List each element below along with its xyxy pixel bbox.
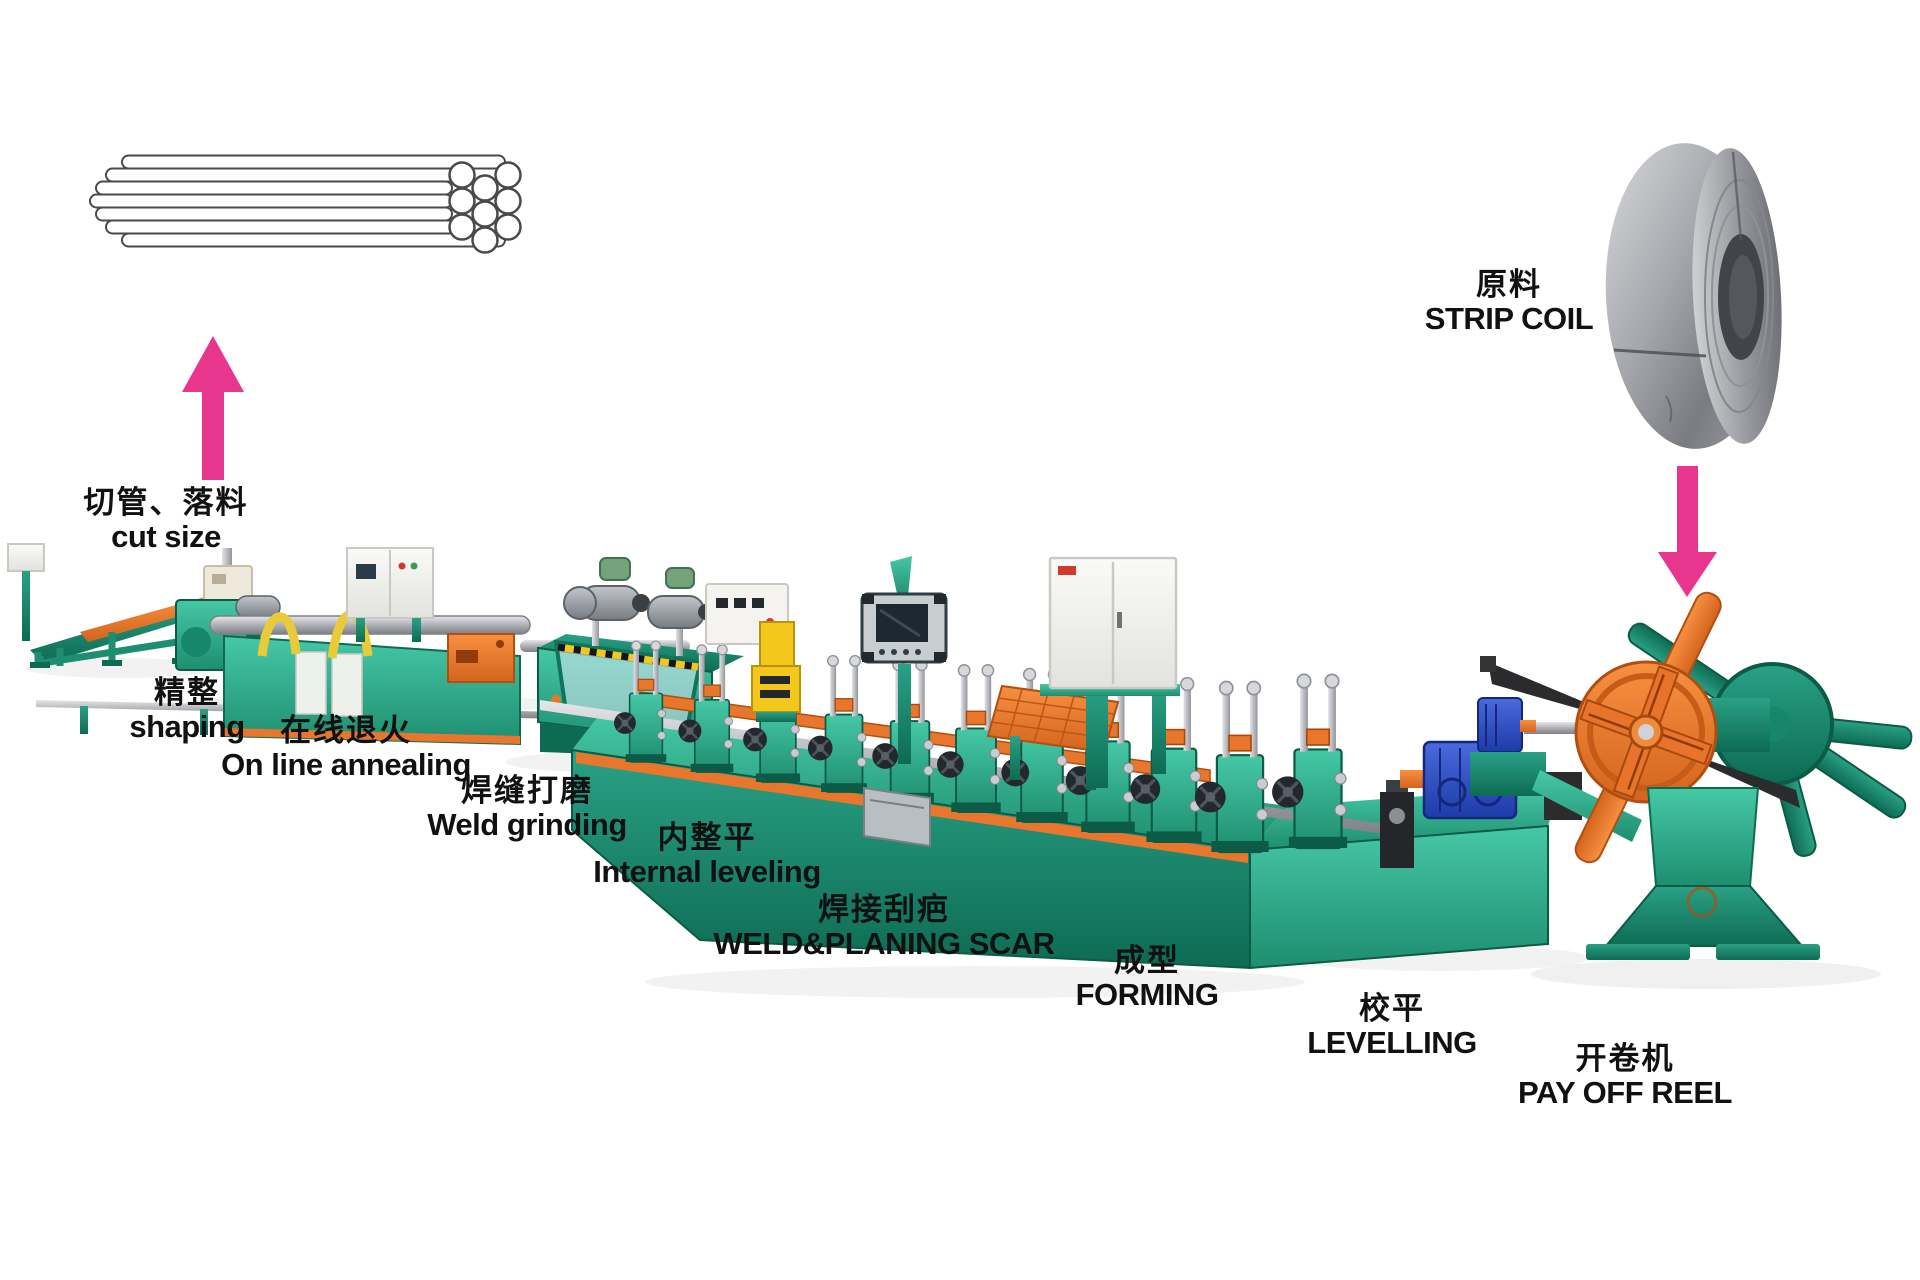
cooling-unit [751,621,801,722]
stage-label-weld-grinding: 焊缝打磨 Weld grinding [427,774,627,841]
stage-label-internal-leveling: 内整平 Internal leveling [593,821,821,888]
strip-guide [1380,792,1414,868]
hmi-panel [860,556,948,764]
stage-label-shaping: 精整 shaping [129,675,245,744]
stage-label-annealing-en: On line annealing [221,747,471,782]
stage-label-cut-size-zh: 切管、落料 [83,485,249,521]
stage-label-shaping-zh: 精整 [154,675,220,711]
stage-label-internal-leveling-zh: 内整平 [657,820,757,856]
stage-label-weld-planing-scar-zh: 焊接刮疤 [817,892,950,928]
weld-box [863,786,931,848]
electrical-cabinet [1040,556,1180,788]
input-flow-arrow-down-icon [1658,466,1717,597]
stage-label-pay-off-reel: 开卷机 PAY OFF REEL [1518,1042,1732,1109]
stage-label-forming-en: FORMING [1075,977,1219,1012]
stage-label-levelling-en: LEVELLING [1307,1025,1477,1060]
stage-label-strip-coil: 原料 STRIP COIL [1424,267,1594,336]
stage-label-internal-leveling-en: Internal leveling [593,854,821,889]
stage-label-cut-size: 切管、落料 cut size [84,486,249,553]
pay-off-reel-machine [1470,591,1913,960]
stage-label-cut-size-en: cut size [111,519,221,554]
stage-label-pay-off-reel-en: PAY OFF REEL [1518,1075,1732,1110]
stage-label-shaping-en: shaping [129,709,245,744]
stage-label-strip-coil-zh: 原料 [1476,267,1542,303]
stage-label-on-line-annealing: 在线退火 On line annealing [221,714,471,781]
strip-coil-image [1605,143,1782,449]
stage-label-weld-planing-scar: 焊接刮疤 WELD&PLANING SCAR [713,892,1055,961]
stage-label-annealing-zh: 在线退火 [280,713,412,749]
induction-annealing-box [447,633,515,683]
stage-label-strip-coil-en: STRIP COIL [1424,301,1594,336]
stage-label-levelling-zh: 校平 [1358,991,1425,1027]
control-cabinet-small [346,547,434,642]
stage-label-forming-zh: 成型 [1114,943,1180,979]
tube-bundle [89,154,522,254]
stage-label-forming: 成型 FORMING [1076,944,1219,1011]
stage-label-pay-off-reel-zh: 开卷机 [1575,1041,1675,1077]
stage-label-weld-grinding-zh: 焊缝打磨 [460,773,593,809]
output-flow-arrow-up-icon [182,336,244,480]
stage-label-weld-planing-scar-en: WELD&PLANING SCAR [713,926,1055,961]
stage-label-levelling: 校平 LEVELLING [1307,991,1477,1060]
stage-label-weld-grinding-en: Weld grinding [427,807,627,842]
